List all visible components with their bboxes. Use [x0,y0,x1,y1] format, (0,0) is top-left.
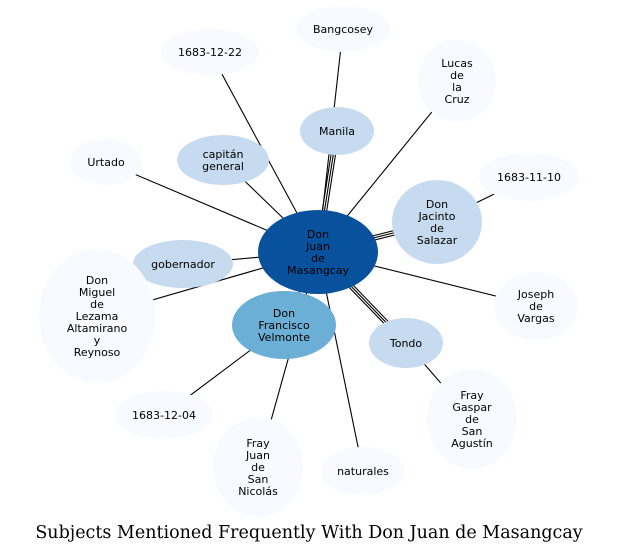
node-tondo: Tondo [369,318,443,368]
node-ellipse-urtado [70,139,142,185]
node-ellipse-juan-nicolas [213,417,303,517]
node-label-date-1683-11-10: 1683-11-10 [497,171,561,184]
node-ellipse-lucas [418,40,496,122]
node-date-1683-12-04: 1683-12-04 [115,391,213,439]
node-label-gobernador: gobernador [151,258,215,271]
node-ellipse-date-1683-12-04 [115,391,213,439]
node-label-date-1683-12-04: 1683-12-04 [132,409,196,422]
node-ellipse-date-1683-11-10 [479,153,579,201]
node-ellipse-joseph [494,272,578,340]
node-urtado: Urtado [70,139,142,185]
node-ellipse-naturales [321,447,405,495]
node-ellipse-bangcosey [296,6,390,52]
node-label-manila: Manila [319,125,355,138]
node-ellipse-francisco [232,291,336,359]
node-ellipse-miguel [39,249,155,383]
node-ellipse-capitan [177,135,269,185]
node-bangcosey: Bangcosey [296,6,390,52]
node-ellipse-manila [300,107,374,155]
node-manila: Manila [300,107,374,155]
node-naturales: naturales [321,447,405,495]
node-ellipse-tondo [369,318,443,368]
node-label-naturales: naturales [337,465,389,478]
node-date-1683-12-22: 1683-12-22 [161,29,259,75]
node-gobernador: gobernador [133,240,233,288]
node-ellipse-gobernador [133,240,233,288]
node-label-tondo: Tondo [389,337,423,350]
graph-title: Subjects Mentioned Frequently With Don J… [35,523,582,543]
node-ellipse-gaspar [427,369,517,469]
node-label-bangcosey: Bangcosey [313,23,374,36]
node-label-urtado: Urtado [87,156,125,169]
node-date-1683-11-10: 1683-11-10 [479,153,579,201]
node-ellipse-date-1683-12-22 [161,29,259,75]
node-ellipse-jacinto [392,180,482,264]
node-label-date-1683-12-22: 1683-12-22 [178,46,242,59]
node-ellipse-center [258,210,378,294]
